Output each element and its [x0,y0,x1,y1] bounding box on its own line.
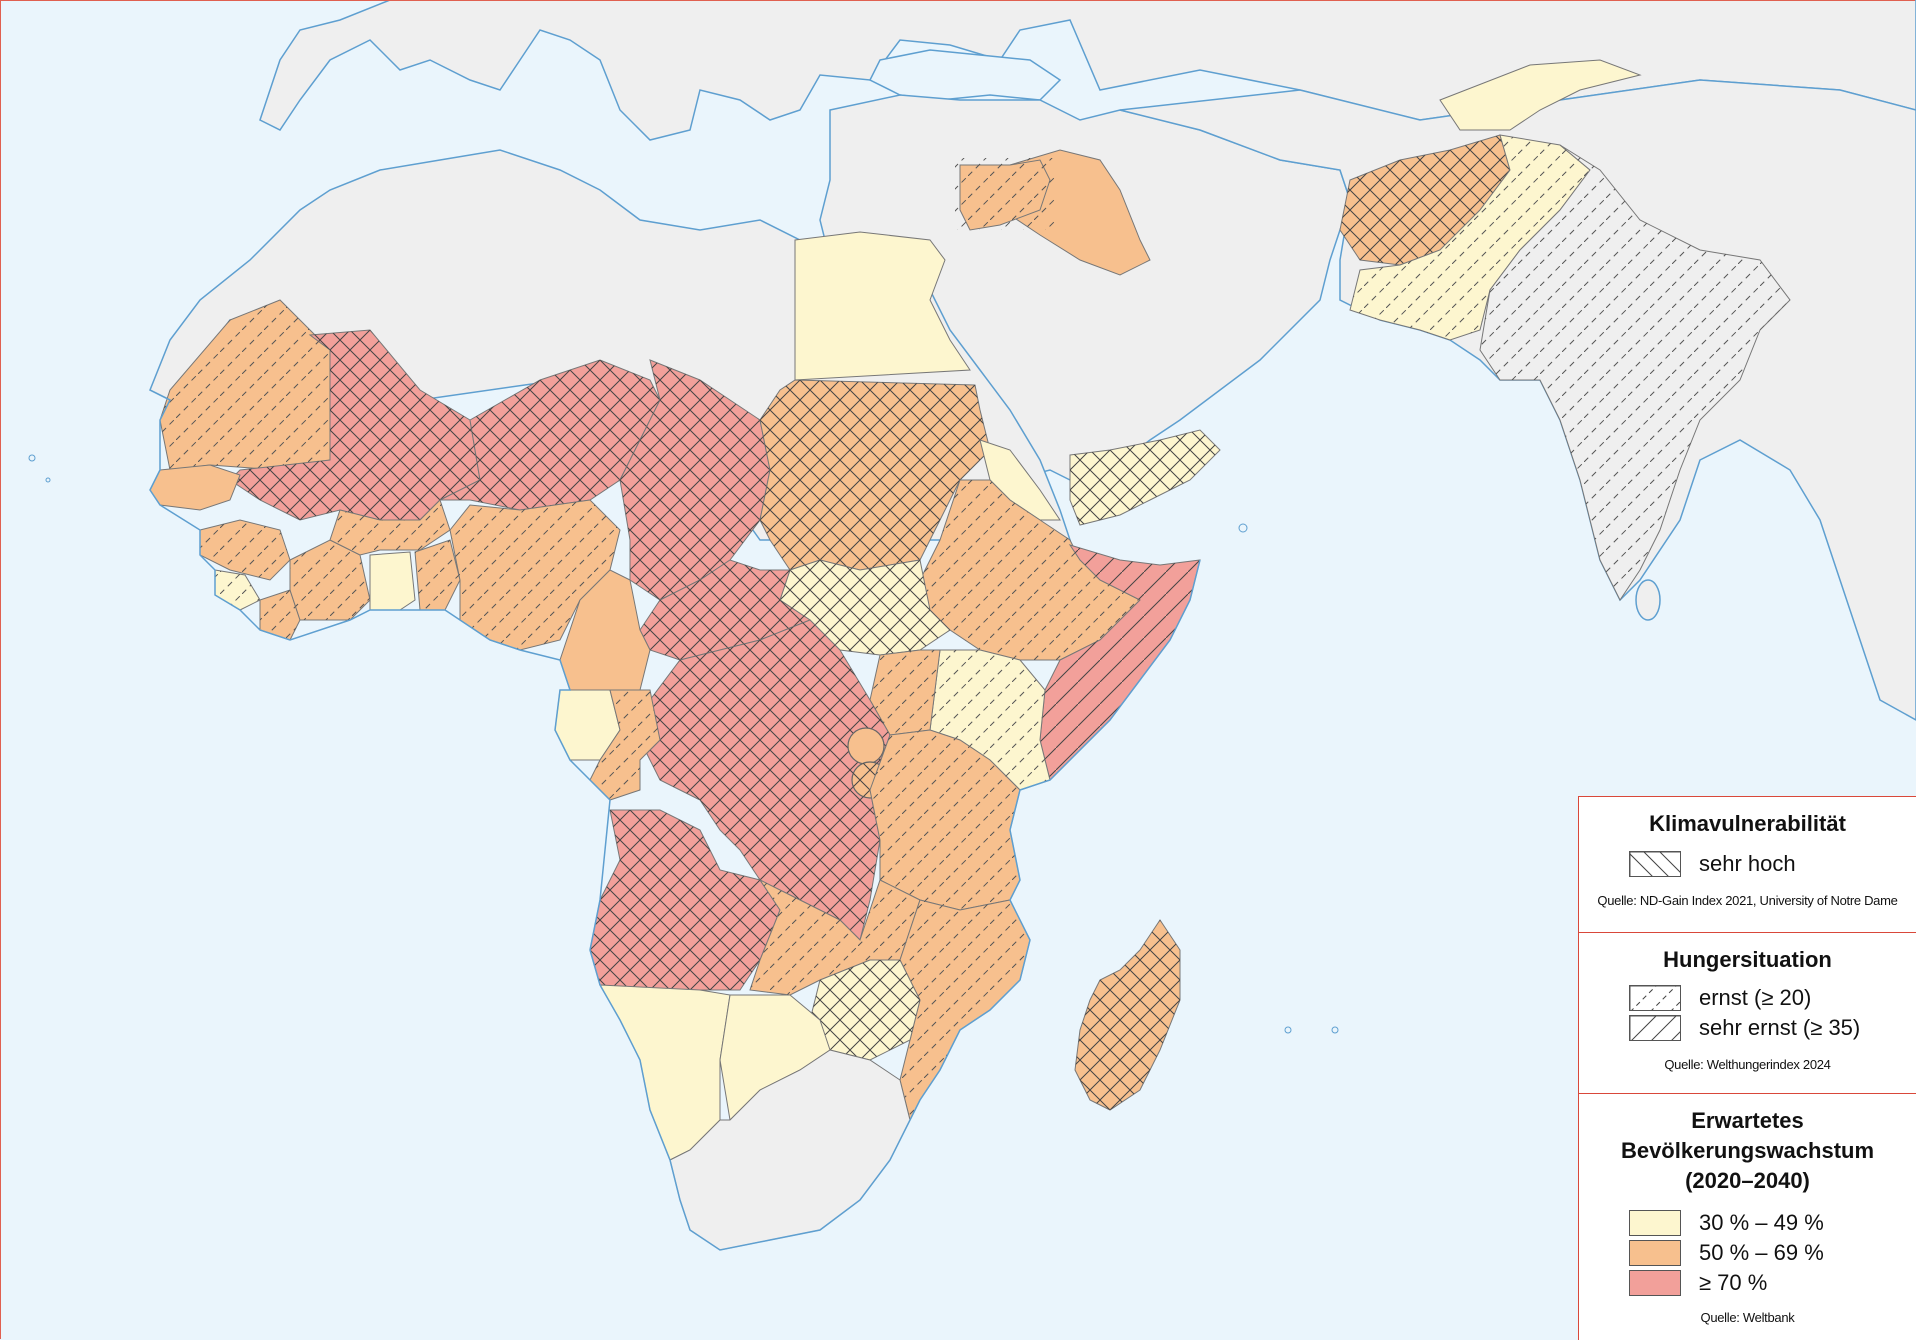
legend-bev-title-3: (2020–2040) [1685,1168,1810,1193]
legend-bev-title-1: Erwartetes [1691,1108,1804,1133]
legend-section-klima: Klimavulnerabilität sehr hoch Quelle: ND… [1579,797,1916,933]
legend-bev-item-1: 30 % – 49 % [1579,1208,1916,1238]
legend-bev-item-2: 50 % – 69 % [1579,1238,1916,1268]
color-swatch-30-49 [1629,1210,1681,1236]
legend-bev-label-1: 30 % – 49 % [1699,1210,1824,1235]
legend-section-bev: Erwartetes Bevölkerungswachstum (2020–20… [1579,1094,1916,1340]
legend-bev-item-3: ≥ 70 % [1579,1268,1916,1298]
legend-klima-item: sehr hoch [1579,849,1916,879]
island [45,477,51,483]
legend-klima-source: Quelle: ND-Gain Index 2021, University o… [1597,893,1898,908]
legend-bev-title-2: Bevölkerungswachstum [1620,1138,1875,1163]
tajikistan [1439,59,1642,131]
legend-hunger-item-2: sehr ernst (≥ 35) [1579,1013,1916,1043]
legend-section-hunger: Hungersituation ernst (≥ 20) sehr ernst … [1579,933,1916,1094]
hatch-backslash-swatch [1629,851,1681,877]
legend-bev-label-2: 50 % – 69 % [1699,1240,1824,1265]
hatch-solid-swatch [1629,1015,1681,1041]
legend-klima-label: sehr hoch [1699,851,1796,876]
island [1331,1026,1339,1034]
color-swatch-50-69 [1629,1240,1681,1266]
central-asia-land [1119,79,1916,721]
rwanda [847,727,885,765]
legend-klima-title: Klimavulnerabilität [1649,811,1846,836]
legend-bev-source: Quelle: Weltbank [1700,1310,1795,1325]
legend-hunger-label-2: sehr ernst (≥ 35) [1699,1015,1861,1040]
island [1284,1026,1292,1034]
legend-bev-label-3: ≥ 70 % [1699,1270,1768,1295]
legend-hunger-label-1: ernst (≥ 20) [1699,985,1812,1010]
hatch-dashed-swatch [1629,985,1681,1011]
legend-hunger-source: Quelle: Welthungerindex 2024 [1664,1057,1831,1072]
color-swatch-70 [1629,1270,1681,1296]
legend-hunger-title: Hungersituation [1663,947,1832,972]
egypt [794,231,971,381]
legend: Klimavulnerabilität sehr hoch Quelle: ND… [1578,796,1916,1340]
ghana [369,551,416,611]
africa-coastline [149,389,1201,1251]
sri-lanka [1635,579,1661,621]
yemen-hatch [1070,430,1220,525]
legend-hunger-item-1: ernst (≥ 20) [1579,983,1916,1013]
island [28,454,36,462]
island [1238,523,1248,533]
